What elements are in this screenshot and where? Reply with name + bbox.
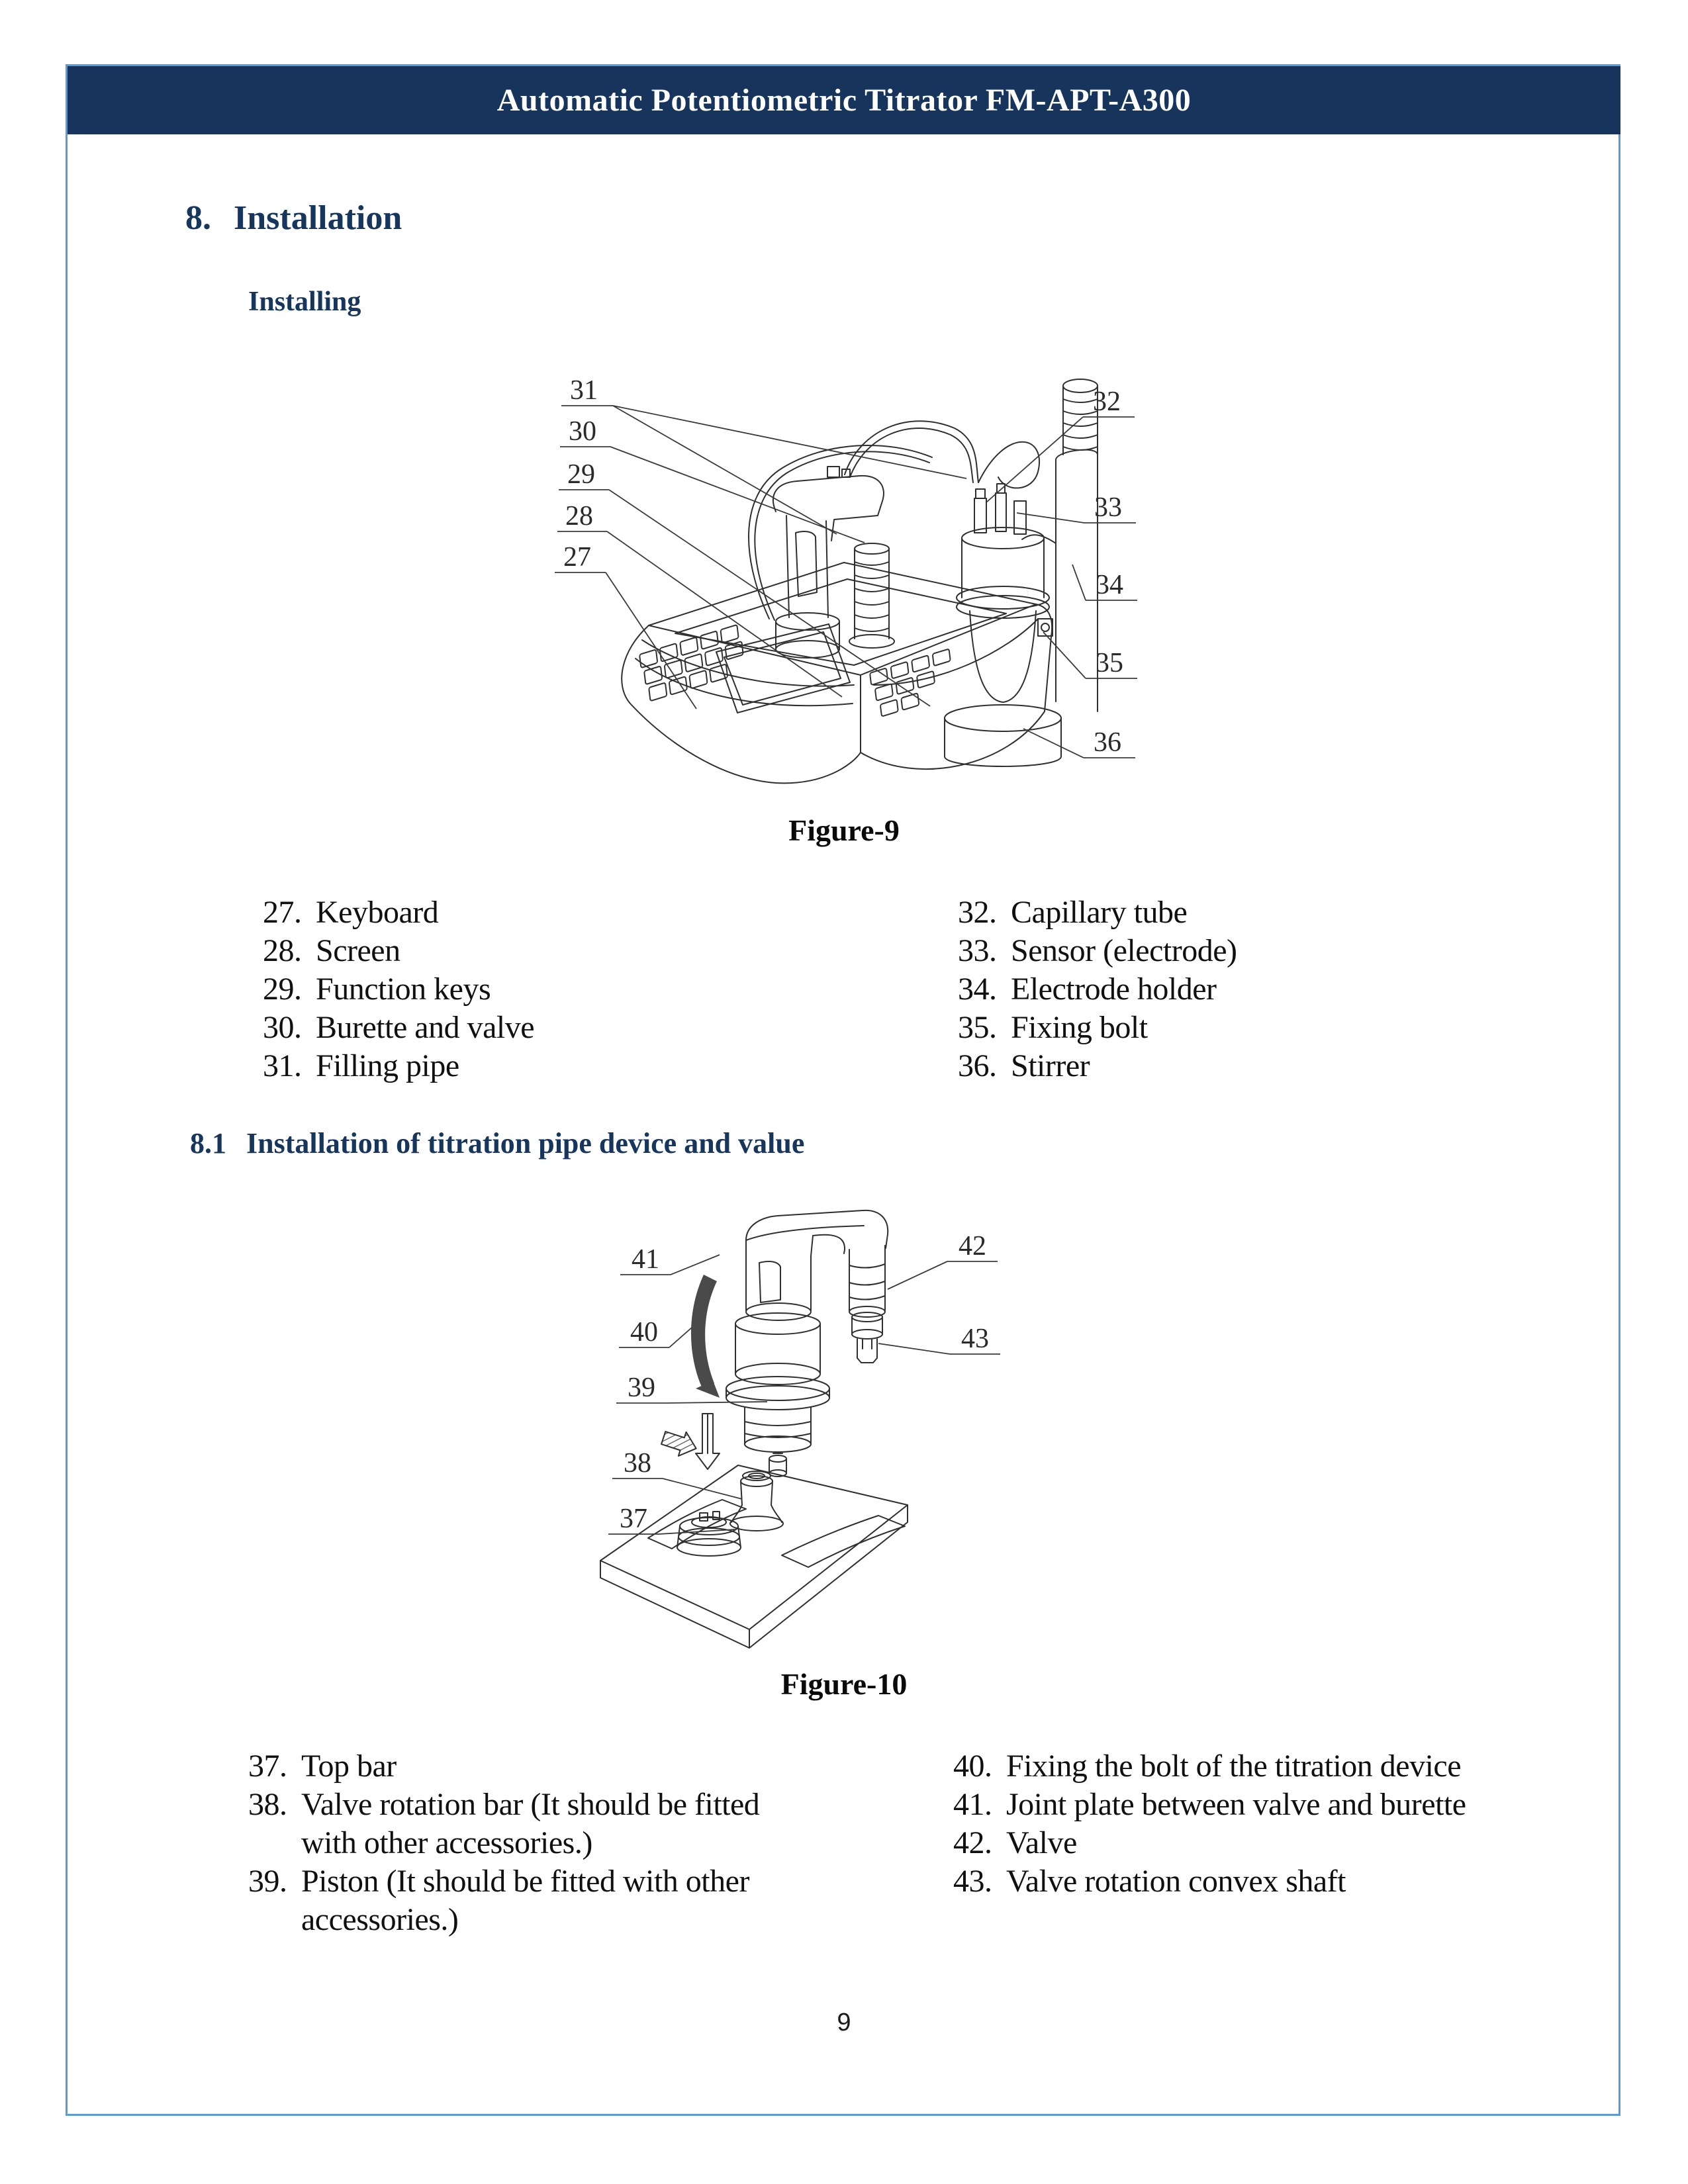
list-item: 27.Keyboard (263, 895, 439, 930)
fig10-callout-41: 41 (632, 1244, 659, 1275)
list-item: 40.Fixing the bolt of the titration devi… (953, 1749, 1462, 1784)
section-heading-8-1: 8.1 Installation of titration pipe device… (190, 1126, 804, 1160)
page-header: Automatic Potentiometric Titrator FM-APT… (68, 66, 1620, 134)
list-item: 42.Valve (953, 1825, 1077, 1860)
fig10-callout-39: 39 (628, 1373, 655, 1403)
section-number: 8.1 (190, 1127, 226, 1160)
list-item: 36.Stirrer (958, 1048, 1090, 1083)
list-item: 32.Capillary tube (958, 895, 1188, 930)
list-item: 37.Top bar (248, 1749, 397, 1784)
list-item: 43.Valve rotation convex shaft (953, 1864, 1346, 1899)
figure9-parts-right: 32.Capillary tube 33.Sensor (electrode) … (958, 893, 1587, 1085)
list-item: 30.Burette and valve (263, 1010, 535, 1045)
list-item: 29.Function keys (263, 972, 491, 1007)
figure10-caption: Figure-10 (780, 1667, 908, 1701)
section-heading-8: 8. Installation (185, 199, 402, 238)
fig9-callout-31: 31 (570, 375, 598, 406)
list-item: 28.Screen (263, 933, 400, 968)
section-title: Installation (234, 199, 402, 237)
fig10-callout-37: 37 (620, 1504, 647, 1534)
fig9-callout-36: 36 (1094, 727, 1121, 758)
fig10-callout-38: 38 (624, 1448, 651, 1479)
figure10-parts-left: 37.Top bar 38.Valve rotation bar (It sho… (248, 1747, 798, 1939)
fig10-callout-42: 42 (959, 1231, 986, 1261)
fig9-callout-35: 35 (1096, 648, 1123, 678)
document-title: Automatic Potentiometric Titrator FM-APT… (496, 83, 1192, 118)
fig9-callout-29: 29 (567, 459, 595, 490)
list-item: 38.Valve rotation bar (It should be fitt… (248, 1787, 760, 1860)
list-item: 39.Piston (It should be fitted with othe… (248, 1864, 749, 1937)
page-number: 9 (837, 2009, 851, 2036)
list-item: 34.Electrode holder (958, 972, 1217, 1007)
fig10-callout-43: 43 (961, 1324, 989, 1354)
fig9-callout-27: 27 (563, 542, 591, 572)
figure10-parts-right: 40.Fixing the bolt of the titration devi… (953, 1747, 1489, 1901)
fig9-callout-30: 30 (569, 416, 596, 447)
section-title: Installation of titration pipe device an… (246, 1127, 805, 1160)
figure9-parts-left: 27.Keyboard 28.Screen 29.Function keys 3… (263, 893, 859, 1085)
fig9-callout-33: 33 (1094, 492, 1122, 523)
figure10-diagram: 41 40 39 38 37 42 43 (579, 1170, 1129, 1661)
fig10-callout-40: 40 (630, 1317, 658, 1347)
page-border (66, 64, 1620, 2116)
section-number: 8. (185, 199, 211, 237)
subheading-installing: Installing (248, 287, 361, 317)
figure9-diagram: 31 30 29 28 27 32 33 34 35 36 (543, 341, 1145, 804)
figure9-caption: Figure-9 (788, 813, 900, 847)
list-item: 31.Filling pipe (263, 1048, 459, 1083)
list-item: 35.Fixing bolt (958, 1010, 1148, 1045)
list-item: 41.Joint plate between valve and burette (953, 1787, 1466, 1822)
fig9-callout-34: 34 (1096, 570, 1123, 600)
fig9-callout-28: 28 (565, 501, 593, 531)
list-item: 33.Sensor (electrode) (958, 933, 1237, 968)
fig9-callout-32: 32 (1093, 387, 1121, 417)
